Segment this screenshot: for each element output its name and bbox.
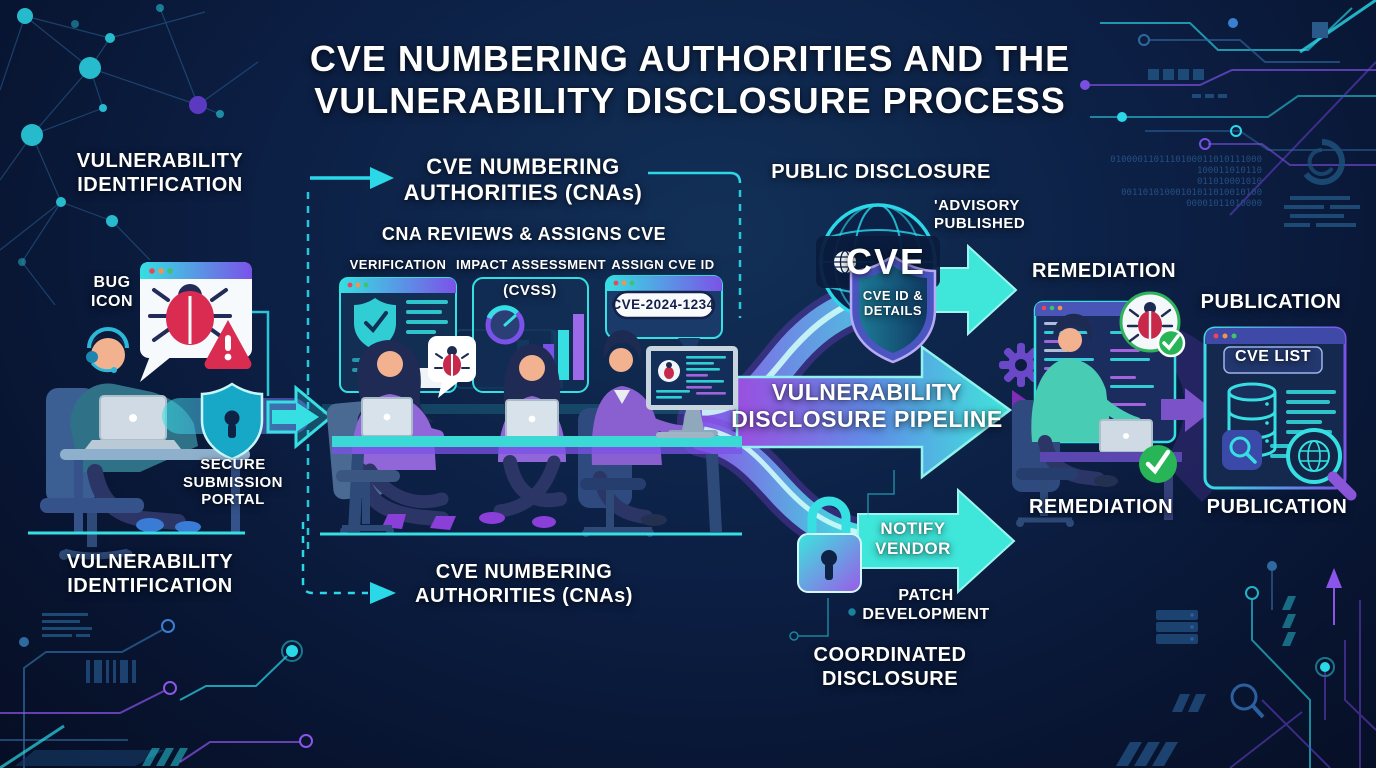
warning-icon (204, 320, 252, 369)
cve-list-window (1203, 326, 1357, 501)
speech-tail (140, 356, 172, 382)
cna-subheading: CNA REVIEWS & ASSIGNS CVE (381, 224, 667, 244)
gauge-icon (485, 305, 525, 345)
bug-alert-bubble (428, 336, 476, 398)
circuit-bottom-left (0, 613, 313, 768)
svg-text:00001011010000: 00001011010000 (1186, 199, 1262, 209)
cve-logo-text: CVE (845, 241, 927, 282)
cna-exit-arrow-icon (301, 522, 396, 604)
analysis-monitor (646, 346, 738, 438)
bug-fixed-badge (1119, 291, 1186, 358)
cve-id-badge (612, 290, 716, 320)
assign-cve-panel (605, 275, 723, 358)
binary-text-decoration: 0100001101110100011010111000 10001101011… (1110, 155, 1262, 209)
search-tile-icon (1222, 430, 1262, 470)
secure-portal-group (162, 382, 334, 461)
globe-magnifier-icon (1286, 428, 1357, 501)
bug-report-window (140, 262, 252, 382)
page-title: CVE NUMBERING AUTHORITIES AND THE VULNER… (309, 38, 1071, 122)
reporter-illustration (28, 310, 270, 560)
circuit-bottom-right (1116, 561, 1376, 768)
circuit-top-right (1080, 0, 1376, 227)
cve-details-shield (849, 254, 937, 364)
remediation-illustration (999, 291, 1213, 527)
shield-check-icon (354, 298, 396, 350)
public-disclosure-heading: PUBLIC DISCLOSURE (771, 161, 991, 183)
remediation-heading-top: REMEDIATION (1031, 260, 1177, 282)
shield-label: CVE ID &DETAILS (862, 288, 924, 319)
verification-label: VERIFICATION (349, 257, 447, 272)
submit-arrow-icon (266, 384, 334, 450)
impact-assessment-label: IMPACT ASSESSMENT (455, 257, 607, 272)
network-decoration (0, 4, 259, 306)
cve-list-title-box (1223, 346, 1323, 374)
svg-text:00110101000101011010010100: 00110101000101011010010100 (1121, 188, 1262, 198)
publication-heading-top: PUBLICATION (1200, 291, 1342, 313)
mini-globe-icon (834, 250, 856, 274)
svg-text:100011010110: 100011010110 (1197, 166, 1262, 176)
secure-shield-icon (200, 382, 264, 461)
cna-entry-arrow-icon (310, 167, 394, 189)
cna-analysts-illustration (320, 330, 742, 537)
svg-text:011010001010: 011010001010 (1197, 177, 1262, 187)
padlock-icon (797, 496, 862, 593)
public-disclosure-arrow (927, 243, 1018, 337)
cve-id-value: CVE-2024-1234 (611, 297, 715, 312)
cna-dashed-box (301, 167, 742, 604)
notify-vendor-arrow (857, 487, 1016, 595)
cvss-label: (CVSS) (503, 282, 557, 299)
cve-list-title: CVE LIST (1234, 348, 1312, 365)
check-icon (1139, 445, 1177, 483)
svg-text:0100001101110100011010111000: 0100001101110100011010111000 (1110, 155, 1262, 165)
cvss-panel (472, 277, 589, 393)
lock-circuit-decoration (789, 470, 895, 641)
pipeline-main-arrow (735, 344, 1013, 480)
remediation-heading-bottom: REMEDIATION (1028, 496, 1174, 518)
publication-heading-bottom: PUBLICATION (1206, 496, 1348, 518)
assign-cve-label: ASSIGN CVE ID (611, 257, 715, 272)
publication-arrow-icon (1161, 388, 1213, 432)
bug-icon (148, 284, 232, 345)
gear-icon (999, 343, 1043, 387)
